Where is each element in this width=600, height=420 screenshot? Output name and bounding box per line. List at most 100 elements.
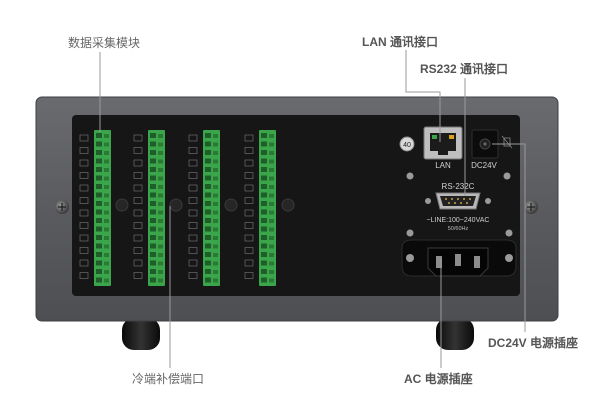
channel-label-sticker	[79, 134, 89, 142]
terminal-screw[interactable]	[150, 235, 156, 240]
terminal-screw[interactable]	[96, 167, 102, 172]
terminal-screw[interactable]	[150, 167, 156, 172]
terminal-screw[interactable]	[150, 277, 156, 283]
channel-label-sticker	[244, 222, 254, 229]
daq-modules	[79, 130, 276, 286]
terminal-screw[interactable]	[261, 252, 267, 257]
terminal-slot	[104, 261, 109, 266]
terminal-screw[interactable]	[205, 226, 211, 232]
terminal-screw[interactable]	[261, 167, 267, 172]
terminal-screw[interactable]	[205, 175, 211, 181]
terminal-screw[interactable]	[150, 226, 156, 232]
terminal-screw[interactable]	[150, 269, 156, 274]
terminal-screw[interactable]	[205, 243, 211, 249]
terminal-screw[interactable]	[96, 218, 102, 223]
terminal-screw[interactable]	[150, 260, 156, 266]
terminal-slot	[104, 219, 109, 223]
terminal-screw[interactable]	[261, 269, 267, 274]
channel-label-sticker	[188, 197, 198, 204]
terminal-slot	[158, 219, 163, 223]
terminal-screw[interactable]	[205, 150, 211, 155]
terminal-screw[interactable]	[150, 141, 156, 147]
terminal-screw[interactable]	[205, 235, 211, 240]
terminal-screw[interactable]	[96, 158, 102, 164]
terminal-screw[interactable]	[205, 184, 211, 189]
terminal-screw[interactable]	[205, 260, 211, 266]
terminal-screw[interactable]	[96, 209, 102, 215]
channel-label-sticker	[133, 197, 143, 204]
terminal-screw[interactable]	[150, 252, 156, 257]
terminal-screw[interactable]	[150, 133, 156, 138]
terminal-screw[interactable]	[96, 260, 102, 266]
panel-screw	[503, 172, 511, 180]
terminal-screw[interactable]	[261, 184, 267, 189]
terminal-screw[interactable]	[96, 235, 102, 240]
terminal-screw[interactable]	[205, 269, 211, 274]
terminal-screw[interactable]	[261, 209, 267, 215]
terminal-screw[interactable]	[205, 158, 211, 164]
terminal-screw[interactable]	[205, 277, 211, 283]
terminal-screw[interactable]	[261, 158, 267, 164]
terminal-screw[interactable]	[150, 201, 156, 206]
terminal-screw[interactable]	[96, 252, 102, 257]
terminal-slot	[269, 219, 274, 223]
terminal-screw[interactable]	[150, 184, 156, 189]
terminal-screw[interactable]	[205, 201, 211, 206]
terminal-screw[interactable]	[96, 269, 102, 274]
io-area: 40 LAN DC24V RS-232C	[399, 126, 517, 277]
terminal-screw[interactable]	[261, 201, 267, 206]
terminal-screw[interactable]	[96, 277, 102, 283]
terminal-screw[interactable]	[150, 158, 156, 164]
terminal-screw[interactable]	[261, 150, 267, 155]
terminal-screw[interactable]	[205, 192, 211, 198]
lan-port[interactable]	[423, 126, 463, 160]
terminal-slot	[213, 227, 218, 232]
terminal-screw[interactable]	[150, 192, 156, 198]
terminal-screw[interactable]	[96, 133, 102, 138]
terminal-screw[interactable]	[150, 175, 156, 181]
terminal-screw[interactable]	[261, 175, 267, 181]
side-screw-left	[55, 200, 69, 214]
label-ac-socket: AC 电源插座	[404, 372, 473, 386]
terminal-screw[interactable]	[261, 235, 267, 240]
terminal-screw[interactable]	[261, 192, 267, 198]
ac-socket[interactable]	[401, 229, 517, 277]
terminal-screw[interactable]	[96, 226, 102, 232]
terminal-screw[interactable]	[205, 252, 211, 257]
terminal-screw[interactable]	[150, 243, 156, 249]
terminal-screw[interactable]	[150, 218, 156, 223]
terminal-screw[interactable]	[96, 201, 102, 206]
channel-label-sticker	[79, 172, 89, 179]
terminal-screw[interactable]	[205, 133, 211, 138]
terminal-screw[interactable]	[261, 133, 267, 138]
terminal-screw[interactable]	[261, 226, 267, 232]
channel-label-sticker	[133, 209, 143, 217]
cold-junction-sockets	[115, 198, 295, 212]
terminal-screw[interactable]	[150, 209, 156, 215]
terminal-screw[interactable]	[261, 243, 267, 249]
terminal-screw[interactable]	[96, 184, 102, 189]
terminal-screw[interactable]	[261, 260, 267, 266]
terminal-slot	[213, 193, 218, 198]
terminal-screw[interactable]	[150, 150, 156, 155]
channel-label-sticker	[244, 172, 254, 179]
terminal-slot	[104, 227, 109, 232]
terminal-slot	[269, 142, 274, 147]
callout-line-lan	[405, 50, 441, 142]
terminal-screw[interactable]	[205, 218, 211, 223]
terminal-screw[interactable]	[261, 141, 267, 147]
terminal-screw[interactable]	[96, 150, 102, 155]
terminal-screw[interactable]	[261, 218, 267, 223]
terminal-screw[interactable]	[261, 277, 267, 283]
terminal-screw[interactable]	[205, 167, 211, 172]
terminal-screw[interactable]	[205, 141, 211, 147]
terminal-screw[interactable]	[96, 192, 102, 198]
rs232-port[interactable]	[425, 192, 491, 210]
terminal-screw[interactable]	[205, 209, 211, 215]
terminal-screw[interactable]	[96, 243, 102, 249]
terminal-slot	[158, 261, 163, 266]
terminal-screw[interactable]	[96, 141, 102, 147]
terminal-slot	[158, 227, 163, 232]
channel-label-sticker	[244, 234, 254, 242]
terminal-screw[interactable]	[96, 175, 102, 181]
